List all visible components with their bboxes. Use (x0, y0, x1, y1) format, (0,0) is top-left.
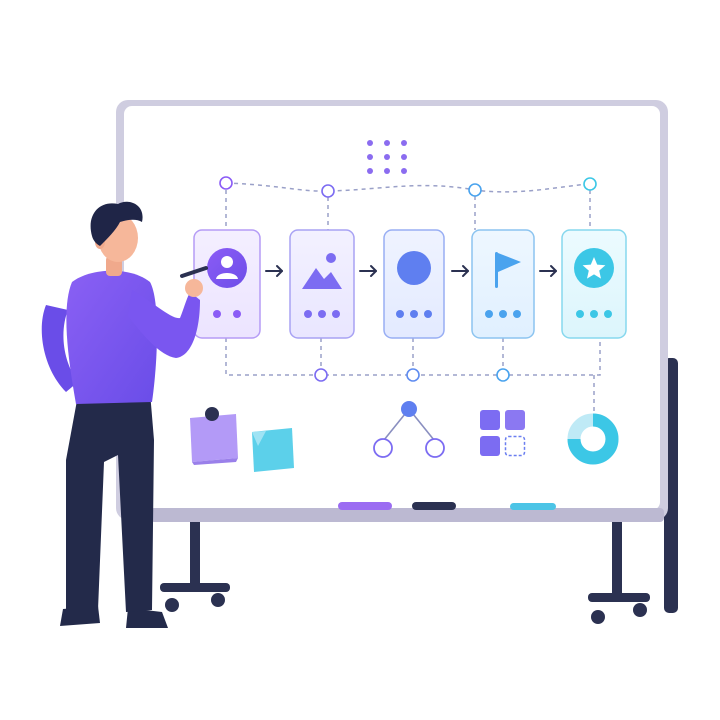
tree-diagram-icon (373, 401, 445, 458)
flow-card-1 (193, 229, 261, 339)
star-icon (574, 248, 614, 288)
card-dots (576, 310, 612, 318)
card-dots (485, 310, 521, 318)
shirt (66, 270, 157, 404)
grid-blocks-icon (480, 410, 526, 457)
pants (66, 392, 154, 612)
stand-left-leg (190, 518, 200, 588)
whiteboard-tray (150, 508, 664, 522)
image-icon (302, 253, 342, 289)
flow-card-4 (471, 229, 535, 339)
connector-nodes (219, 176, 597, 382)
circle-icon (397, 251, 431, 285)
marker-purple (338, 502, 392, 510)
card-dots (396, 310, 432, 318)
flow-card-5 (561, 229, 627, 339)
pushpin-icon (205, 407, 219, 421)
flow-card-3 (383, 229, 445, 339)
dot-grid-icon (367, 140, 407, 174)
card-dots (213, 310, 241, 318)
user-icon (207, 248, 247, 288)
front-arm (128, 290, 200, 358)
stand-right-leg (612, 518, 622, 598)
flag-icon (495, 252, 521, 288)
wheel (165, 598, 179, 612)
marker-cyan (510, 503, 556, 510)
left-shoe (60, 606, 100, 626)
right-shoe (126, 608, 168, 628)
wheel (211, 593, 225, 607)
wheel (633, 603, 647, 617)
hair (90, 201, 143, 246)
wheel (591, 610, 605, 624)
person-figure (41, 201, 208, 628)
back-arm (41, 305, 78, 392)
flow-card-2 (289, 229, 355, 339)
hand-marker (180, 266, 208, 278)
arrow-icon (265, 265, 283, 277)
sticky-note-cyan (252, 428, 294, 472)
arrow-icon (539, 265, 557, 277)
card-dots (304, 310, 340, 318)
sticky-note-purple (190, 407, 238, 465)
arrow-icon (359, 265, 377, 277)
marker-navy (412, 502, 456, 510)
arrow-icon (451, 265, 469, 277)
stand-right-base (588, 593, 650, 602)
donut-chart-icon (567, 413, 619, 465)
hand (185, 279, 203, 297)
stand-left-base (160, 583, 230, 592)
